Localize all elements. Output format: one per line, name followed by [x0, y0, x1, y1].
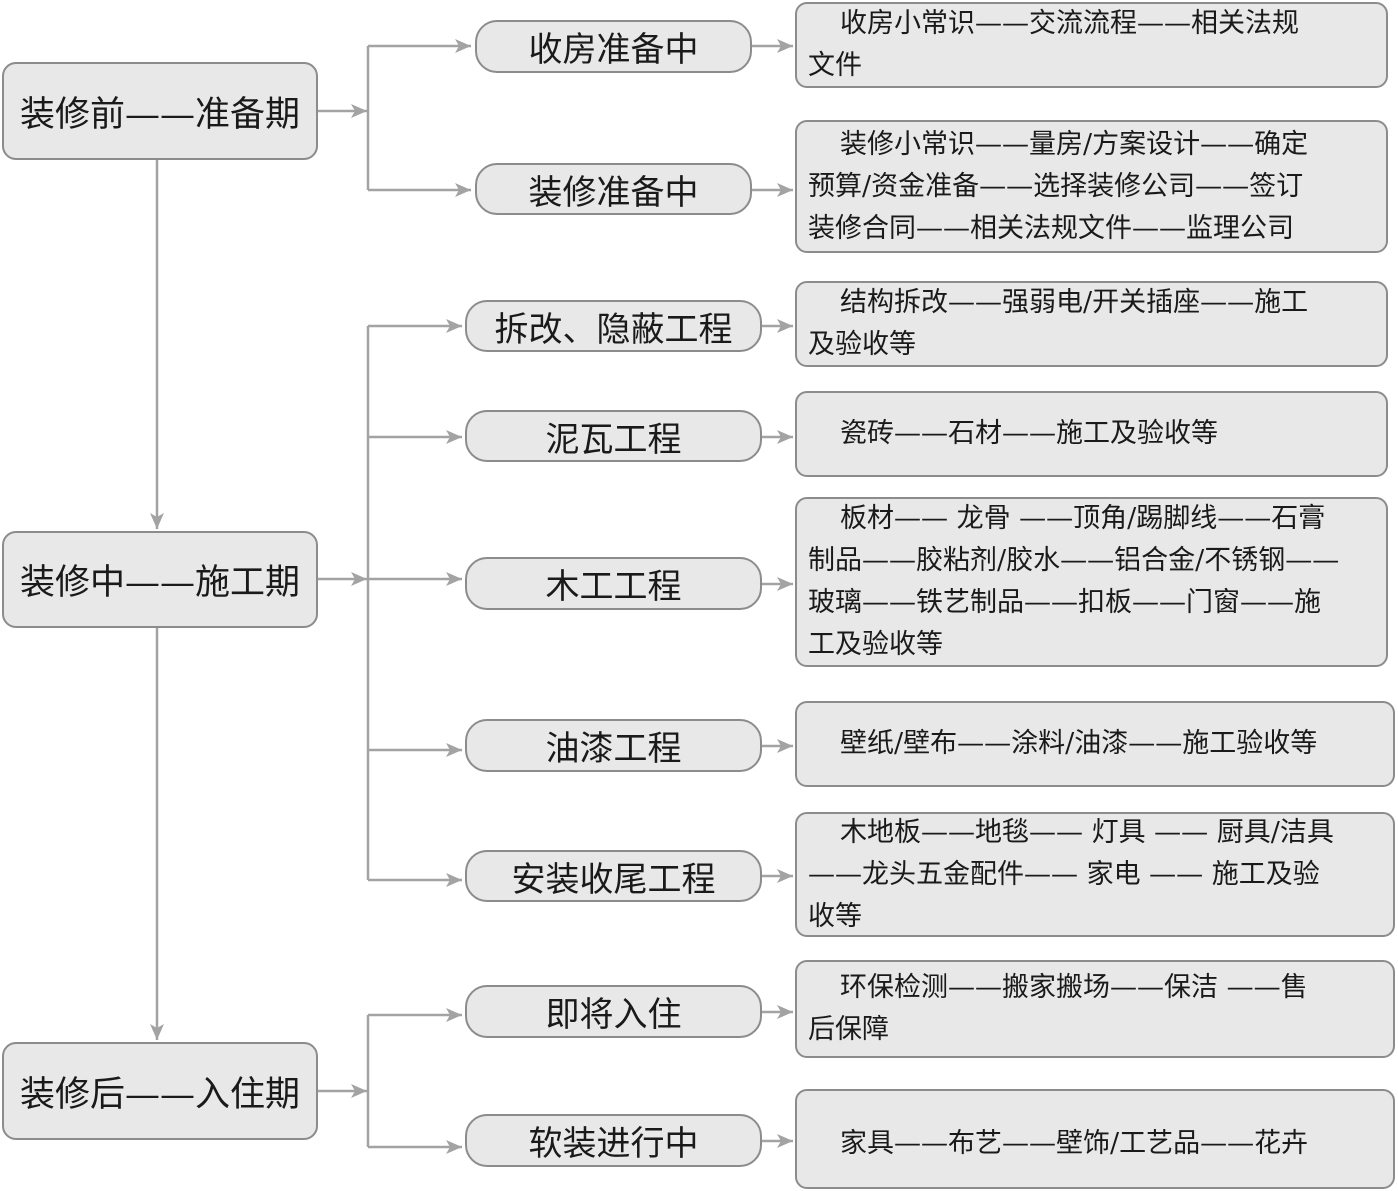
stage-renovation-prep: 装修准备中	[475, 163, 752, 215]
stage-soft-furnishing: 软装进行中	[465, 1114, 762, 1167]
detail-masonry: 瓷砖——石材——施工及验收等	[795, 391, 1388, 477]
detail-line: 预算/资金准备——选择装修公司——签订	[808, 170, 1304, 202]
detail-line: 工及验收等	[808, 629, 943, 660]
stage-house-handover-prep: 收房准备中	[475, 20, 752, 73]
detail-line: 木地板——地毯—— 灯具 —— 厨具/洁具	[840, 816, 1334, 848]
detail-line: 壁纸/壁布——涂料/油漆——施工验收等	[840, 728, 1318, 759]
phase-pre-renovation: 装修前——准备期	[2, 62, 318, 160]
detail-house-handover-prep: 收房小常识——交流流程——相关法规 文件	[795, 2, 1388, 88]
detail-line: 制品——胶粘剂/胶水——铝合金/不锈钢——	[808, 545, 1340, 576]
detail-painting: 壁纸/壁布——涂料/油漆——施工验收等	[795, 701, 1395, 787]
detail-carpentry: 板材—— 龙骨 ——顶角/踢脚线——石膏 制品——胶粘剂/胶水——铝合金/不锈钢…	[795, 497, 1388, 667]
detail-line: 装修合同——相关法规文件——监理公司	[808, 212, 1294, 244]
detail-line: 结构拆改——强弱电/开关插座——施工	[840, 287, 1309, 318]
stage-carpentry: 木工工程	[465, 557, 762, 610]
detail-line: 环保检测——搬家搬场——保洁 ——售	[840, 972, 1308, 1003]
detail-line: 玻璃——铁艺制品——扣板——门窗——施	[808, 587, 1321, 618]
detail-line: 瓷砖——石材——施工及验收等	[840, 418, 1218, 449]
stage-installation-finishing: 安装收尾工程	[465, 850, 762, 902]
detail-line: 板材—— 龙骨 ——顶角/踢脚线——石膏	[840, 503, 1326, 534]
stage-masonry: 泥瓦工程	[465, 410, 762, 462]
detail-line: 文件	[808, 50, 862, 81]
detail-line: ——龙头五金配件—— 家电 —— 施工及验	[808, 858, 1320, 890]
stage-painting: 油漆工程	[465, 719, 762, 772]
phase-during-renovation: 装修中——施工期	[2, 531, 318, 628]
detail-line: 及验收等	[808, 329, 916, 360]
detail-installation-finishing: 木地板——地毯—— 灯具 —— 厨具/洁具 ——龙头五金配件—— 家电 —— 施…	[795, 812, 1395, 937]
detail-move-in-soon: 环保检测——搬家搬场——保洁 ——售 后保障	[795, 960, 1395, 1058]
detail-demolition-concealed: 结构拆改——强弱电/开关插座——施工 及验收等	[795, 281, 1388, 367]
detail-line: 收等	[808, 900, 862, 932]
detail-soft-furnishing: 家具——布艺——壁饰/工艺品——花卉	[795, 1089, 1395, 1189]
detail-line: 收房小常识——交流流程——相关法规	[840, 8, 1299, 39]
phase-post-renovation: 装修后——入住期	[2, 1042, 318, 1140]
detail-renovation-prep: 装修小常识——量房/方案设计——确定 预算/资金准备——选择装修公司——签订 装…	[795, 120, 1388, 253]
stage-move-in-soon: 即将入住	[465, 985, 762, 1038]
detail-line: 装修小常识——量房/方案设计——确定	[840, 128, 1309, 160]
detail-line: 后保障	[808, 1014, 889, 1045]
detail-line: 家具——布艺——壁饰/工艺品——花卉	[840, 1128, 1309, 1159]
stage-demolition-concealed: 拆改、隐蔽工程	[465, 300, 762, 352]
